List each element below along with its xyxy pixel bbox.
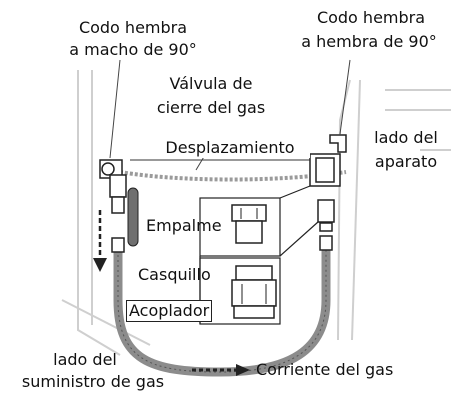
appliance-hose-nut xyxy=(319,235,333,251)
flow-arrow-right xyxy=(192,364,250,376)
sleeve-label: Casquillo xyxy=(138,265,211,284)
displacement-label: Desplazamiento xyxy=(150,138,310,158)
shutoff-valve xyxy=(99,159,139,247)
shutoff-valve-label-2: cierre del gas xyxy=(156,98,266,117)
elbow-female-female-label-1: Codo hembra xyxy=(316,8,426,27)
appliance-side-label-2: aparato xyxy=(374,152,438,171)
supply-side-label-2: suministro de gas xyxy=(21,372,165,391)
appliance-side-label-1: lado del xyxy=(374,128,438,147)
fitting-label: Empalme xyxy=(146,216,222,235)
appliance-elbow xyxy=(309,134,347,232)
coupler-label: Acoplador xyxy=(126,300,213,322)
supply-side-label-1: lado del xyxy=(53,350,117,369)
shutoff-valve-label-1: Válvula de xyxy=(169,74,253,93)
supply-hose-nut xyxy=(111,237,125,253)
elbow-female-male-label-2: a macho de 90° xyxy=(69,40,197,59)
gas-flow-label: Corriente del gas xyxy=(256,360,394,379)
appliance-outline xyxy=(61,70,451,356)
elbow-female-male-label-1: Codo hembra xyxy=(78,18,188,37)
elbow-female-female-label-2: a hembra de 90° xyxy=(301,32,437,51)
flow-arrow-down xyxy=(93,210,107,272)
fitting-detail xyxy=(231,204,267,244)
coupler-detail xyxy=(231,265,277,319)
